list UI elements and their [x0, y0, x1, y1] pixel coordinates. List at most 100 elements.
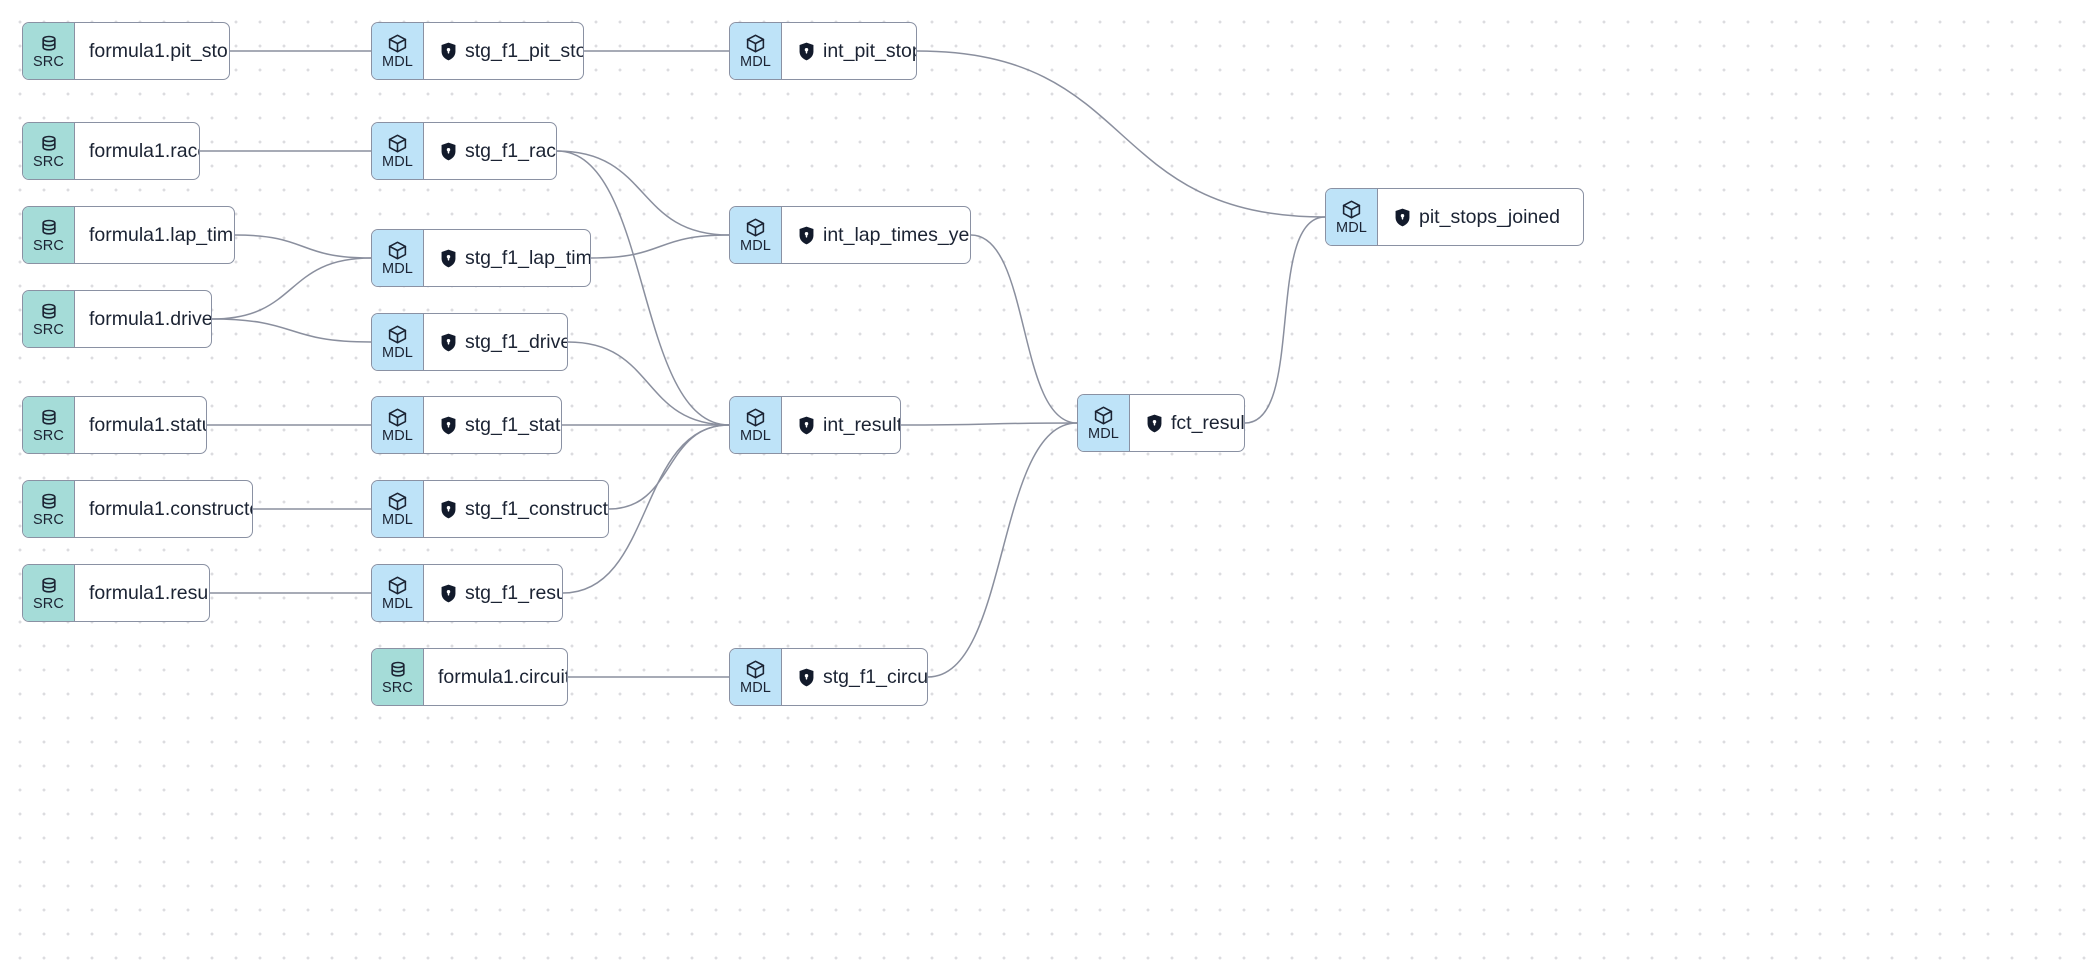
node-kind-label: SRC [33, 153, 64, 170]
graph-node-src_races[interactable]: SRC formula1.races [22, 122, 200, 180]
edge-stg_constructors-to-int_results [608, 424, 730, 510]
node-body: formula1.pit_stops [75, 23, 229, 79]
graph-node-stg_circuits[interactable]: MDL stg_f1_circuits [729, 648, 928, 706]
node-label: formula1.drivers [89, 307, 212, 330]
node-label: stg_f1_circuits [823, 665, 928, 688]
node-kind-badge-mdl: MDL [730, 397, 782, 453]
graph-node-stg_races[interactable]: MDL stg_f1_races [371, 122, 557, 180]
node-label: formula1.races [89, 139, 199, 162]
node-kind-label: MDL [1336, 220, 1367, 236]
node-body: fct_results [1130, 395, 1244, 451]
node-body: int_pit_stops [782, 23, 916, 79]
graph-node-fct_results[interactable]: MDL fct_results [1077, 394, 1245, 452]
cube-icon [387, 575, 408, 596]
cube-icon [745, 217, 766, 238]
shield-lock-icon [440, 142, 457, 161]
node-label: stg_f1_drivers [465, 330, 567, 353]
edge-fct_results-to-pit_stops_joined [1244, 216, 1326, 424]
cube-icon [745, 659, 766, 680]
node-kind-label: MDL [740, 238, 771, 254]
node-kind-badge-src: SRC [23, 23, 75, 79]
node-kind-badge-src: SRC [23, 123, 75, 179]
node-body: formula1.drivers [75, 291, 212, 347]
node-body: pit_stops_joined [1378, 189, 1583, 245]
node-kind-label: SRC [33, 237, 64, 254]
database-icon [39, 134, 59, 154]
node-label: formula1.results [89, 581, 209, 604]
node-body: stg_f1_status [424, 397, 561, 453]
graph-node-src_results[interactable]: SRC formula1.results [22, 564, 210, 622]
node-kind-badge-src: SRC [23, 565, 75, 621]
node-kind-badge-src: SRC [372, 649, 424, 705]
database-icon [388, 660, 408, 680]
node-kind-label: MDL [382, 154, 413, 170]
node-label: formula1.constructors [89, 497, 252, 520]
node-body: formula1.status [75, 397, 206, 453]
edge-stg_races-to-int_lap_times_years [556, 150, 730, 236]
shield-lock-icon [440, 42, 457, 61]
node-body: int_results [782, 397, 900, 453]
edge-src_drivers-to-stg_drivers [211, 318, 372, 343]
edge-stg_lap_times-to-int_lap_times_years [590, 234, 730, 259]
shield-lock-icon [440, 500, 457, 519]
graph-node-src_pit_stops[interactable]: SRC formula1.pit_stops [22, 22, 230, 80]
node-kind-badge-mdl: MDL [372, 397, 424, 453]
node-body: formula1.lap_times [75, 207, 234, 263]
node-label: stg_f1_constructors [465, 497, 609, 520]
graph-node-src_lap_times[interactable]: SRC formula1.lap_times [22, 206, 235, 264]
node-kind-badge-mdl: MDL [372, 314, 424, 370]
node-label: formula1.pit_stops [89, 39, 229, 62]
shield-lock-icon [440, 416, 457, 435]
cube-icon [387, 133, 408, 154]
edge-stg_drivers-to-int_results [567, 341, 730, 426]
node-kind-label: MDL [1088, 426, 1119, 442]
node-body: formula1.races [75, 123, 199, 179]
node-label: stg_f1_status [465, 413, 561, 436]
node-kind-badge-mdl: MDL [372, 23, 424, 79]
node-body: stg_f1_results [424, 565, 562, 621]
node-kind-badge-src: SRC [23, 207, 75, 263]
cube-icon [745, 33, 766, 54]
shield-lock-icon [440, 584, 457, 603]
node-kind-badge-mdl: MDL [730, 23, 782, 79]
cube-icon [387, 33, 408, 54]
node-label: formula1.status [89, 413, 206, 436]
graph-node-stg_drivers[interactable]: MDL stg_f1_drivers [371, 313, 568, 371]
shield-lock-icon [1394, 208, 1411, 227]
node-kind-label: MDL [382, 428, 413, 444]
database-icon [39, 576, 59, 596]
graph-node-src_status[interactable]: SRC formula1.status [22, 396, 207, 454]
graph-node-int_pit_stops[interactable]: MDL int_pit_stops [729, 22, 917, 80]
node-kind-badge-mdl: MDL [730, 649, 782, 705]
shield-lock-icon [798, 226, 815, 245]
node-kind-label: MDL [382, 345, 413, 361]
node-label: stg_f1_lap_times [465, 246, 591, 269]
node-body: stg_f1_pit_stops [424, 23, 583, 79]
graph-node-stg_status[interactable]: MDL stg_f1_status [371, 396, 562, 454]
node-label: stg_f1_results [465, 581, 562, 604]
node-label: stg_f1_races [465, 139, 557, 162]
graph-node-stg_results[interactable]: MDL stg_f1_results [371, 564, 563, 622]
node-label: pit_stops_joined [1419, 205, 1560, 228]
edge-stg_circuits-to-fct_results [927, 422, 1078, 678]
node-kind-label: MDL [382, 596, 413, 612]
node-kind-badge-src: SRC [23, 397, 75, 453]
graph-node-pit_stops_joined[interactable]: MDL pit_stops_joined [1325, 188, 1584, 246]
edge-stg_races-to-int_results [556, 150, 730, 426]
shield-lock-icon [440, 333, 457, 352]
shield-lock-icon [798, 42, 815, 61]
node-body: formula1.results [75, 565, 209, 621]
node-label: formula1.lap_times [89, 223, 234, 246]
database-icon [39, 492, 59, 512]
node-kind-label: MDL [740, 54, 771, 70]
node-kind-badge-mdl: MDL [1078, 395, 1130, 451]
